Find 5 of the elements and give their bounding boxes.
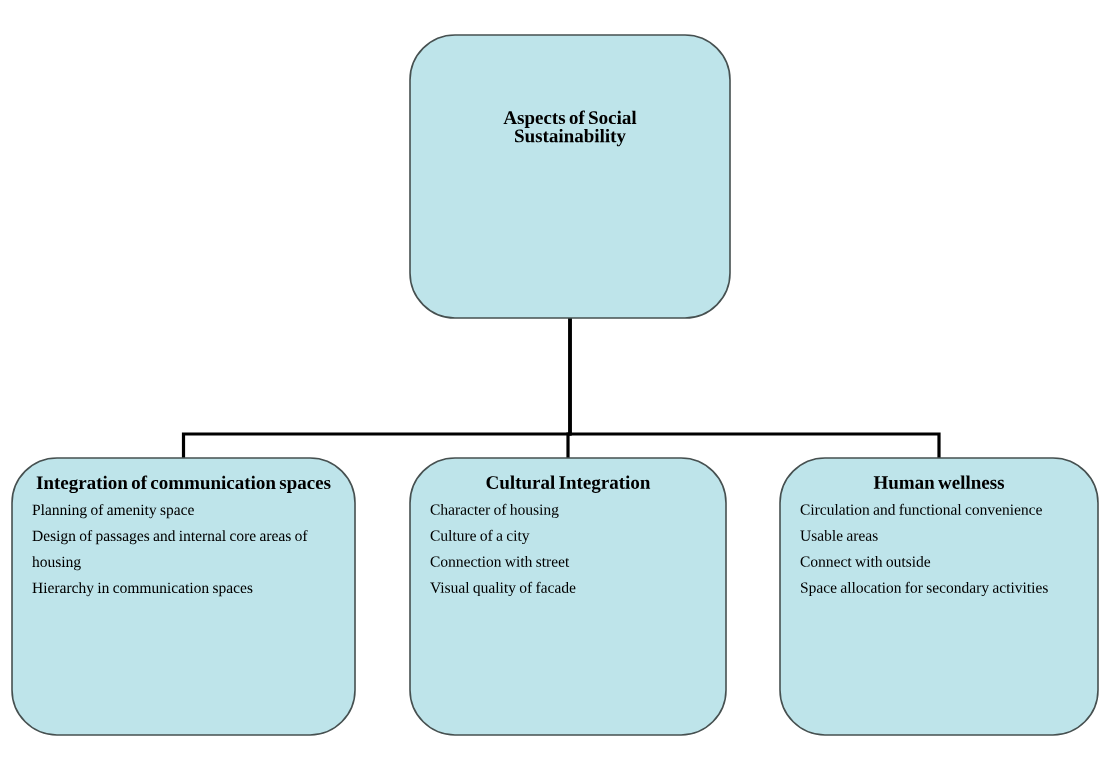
connector-line [568,318,941,458]
rounded-box: Cultural Integration Character of housing Culture of a city Connection with street Visual quality of facade [409,457,727,736]
rounded-box: Human wellness Circulation and functional convenience Usable areas Connect with outside Space allocation for secondary activities [779,457,1099,736]
rounded-box: Integration of communication spaces Planning of amenity space Design of passages and internal core areas of housing Hierarchy in communication spaces [11,457,356,736]
rounded-box: Aspects of Social Sustainability [409,34,731,319]
